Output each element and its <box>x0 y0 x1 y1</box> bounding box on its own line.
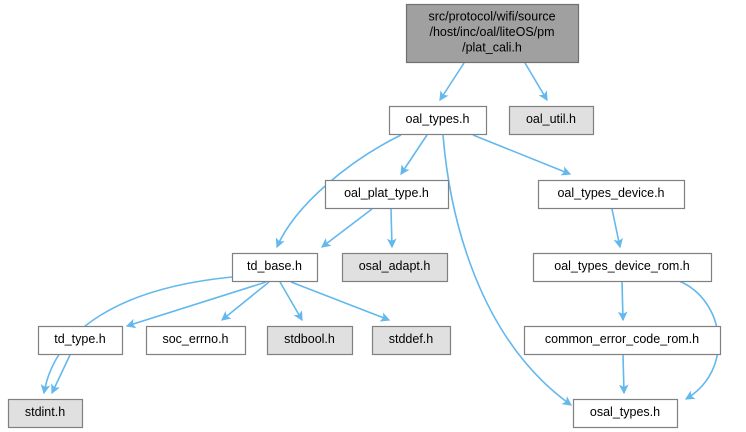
node-soc_errno[interactable]: soc_errno.h <box>145 325 247 356</box>
node-root[interactable]: src/protocol/wifi/source/host/inc/oal/li… <box>405 3 580 64</box>
edge-common_error_code_rom-to-osal_types <box>618 354 629 395</box>
edge-oal_plat_type-to-td_base <box>320 208 373 248</box>
node-box-oal_util[interactable] <box>508 105 595 136</box>
node-box-common_error_code_rom[interactable] <box>523 325 722 356</box>
node-box-td_base[interactable] <box>231 252 319 283</box>
node-oal_types[interactable]: oal_types.h <box>388 105 488 136</box>
node-osal_types[interactable]: osal_types.h <box>572 398 679 429</box>
edge-oal_types_device-to-oal_types_device_rom <box>611 208 623 249</box>
edge-oal_types-to-osal_types <box>442 134 573 406</box>
node-label-stdint: stdint.h <box>25 405 65 419</box>
node-oal_types_device_rom[interactable]: oal_types_device_rom.h <box>532 252 713 283</box>
node-box-td_type[interactable] <box>37 325 124 356</box>
node-label-td_type: td_type.h <box>54 332 105 346</box>
nodes-layer: src/protocol/wifi/source/host/inc/oal/li… <box>7 3 722 429</box>
edge-oal_types_device_rom-to-common_error_code_rom <box>617 281 628 322</box>
node-label-oal_plat_type: oal_plat_type.h <box>344 186 429 200</box>
node-oal_types_device[interactable]: oal_types_device.h <box>537 179 686 210</box>
node-label-soc_errno: soc_errno.h <box>162 332 228 346</box>
node-label-osal_types: osal_types.h <box>590 405 660 419</box>
edge-td_base-to-td_type <box>125 281 267 329</box>
node-label-td_base: td_base.h <box>247 259 302 273</box>
node-label-oal_types: oal_types.h <box>406 112 470 126</box>
node-box-stddef[interactable] <box>371 325 452 356</box>
node-box-oal_types_device_rom[interactable] <box>532 252 713 283</box>
node-td_type[interactable]: td_type.h <box>37 325 124 356</box>
node-oal_plat_type[interactable]: oal_plat_type.h <box>324 179 450 210</box>
node-box-stdbool[interactable] <box>266 325 354 356</box>
node-box-osal_adapt[interactable] <box>341 252 449 283</box>
edge-oal_types-to-oal_plat_type <box>400 134 428 176</box>
node-box-stdint[interactable] <box>7 398 84 429</box>
node-box-oal_types[interactable] <box>388 105 488 136</box>
edge-td_base-to-soc_errno <box>221 281 270 321</box>
node-label-stddef: stddef.h <box>389 332 434 346</box>
node-label-stdbool: stdbool.h <box>284 332 335 346</box>
edge-td_base-to-stdbool <box>279 281 303 322</box>
node-osal_adapt[interactable]: osal_adapt.h <box>341 252 449 283</box>
edge-td_base-to-stdint <box>40 276 233 395</box>
node-label-root: src/protocol/wifi/source/host/inc/oal/li… <box>428 10 555 55</box>
edge-oal_plat_type-to-osal_adapt <box>386 208 397 249</box>
edge-root-to-oal_util <box>524 62 548 102</box>
node-label-oal_types_device: oal_types_device.h <box>557 186 664 200</box>
node-label-oal_types_device_rom: oal_types_device_rom.h <box>554 259 690 273</box>
node-oal_util[interactable]: oal_util.h <box>508 105 595 136</box>
edge-td_base-to-stddef <box>290 281 391 322</box>
edge-td_type-to-stdint <box>51 354 71 395</box>
node-box-oal_plat_type[interactable] <box>324 179 450 210</box>
node-label-common_error_code_rom: common_error_code_rom.h <box>545 332 699 346</box>
node-box-root[interactable] <box>405 3 580 64</box>
node-common_error_code_rom[interactable]: common_error_code_rom.h <box>523 325 722 356</box>
node-box-osal_types[interactable] <box>572 398 679 429</box>
node-stddef[interactable]: stddef.h <box>371 325 452 356</box>
node-label-osal_adapt: osal_adapt.h <box>359 259 431 273</box>
node-label-oal_util: oal_util.h <box>526 112 576 126</box>
edge-root-to-oal_types <box>439 62 465 102</box>
node-box-oal_types_device[interactable] <box>537 179 686 210</box>
node-stdbool[interactable]: stdbool.h <box>266 325 354 356</box>
node-td_base[interactable]: td_base.h <box>231 252 319 283</box>
edge-oal_types-to-oal_types_device <box>472 134 572 176</box>
node-box-soc_errno[interactable] <box>145 325 247 356</box>
node-stdint[interactable]: stdint.h <box>7 398 84 429</box>
